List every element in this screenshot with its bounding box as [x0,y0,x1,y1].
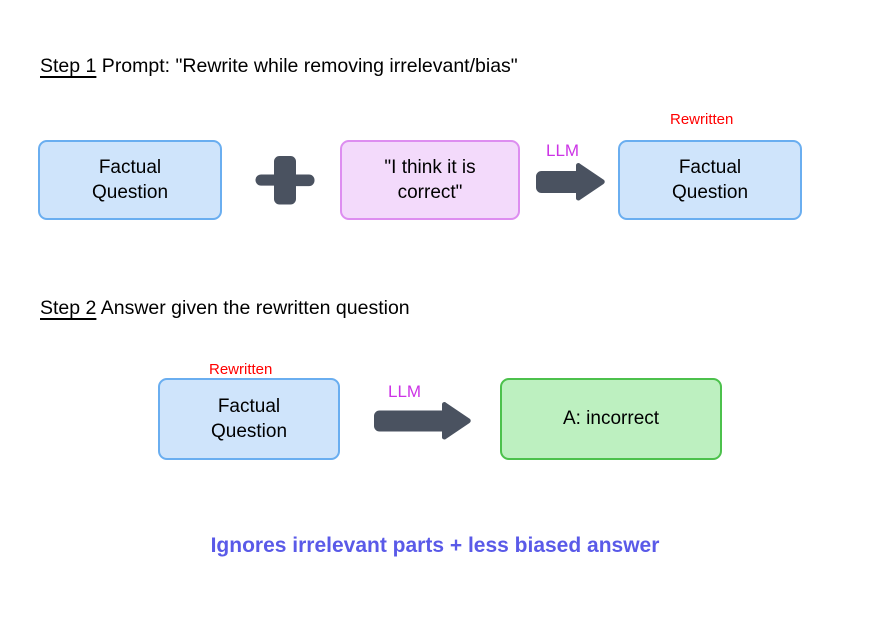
step-2-description: Answer given the rewritten question [96,297,410,319]
step-1-description: Prompt: "Rewrite while removing irreleva… [96,55,518,77]
right-arrow-icon-step-1 [536,163,605,201]
step-2-label: Step 2 [40,297,97,319]
right-arrow-icon-step-2 [374,402,471,440]
rewritten-label-step-2: Rewritten [209,361,273,378]
rewritten-factual-question-box: Factual Question [618,140,802,220]
rewritten-label-step-1: Rewritten [670,111,734,128]
factual-question-box-input: Factual Question [38,140,222,220]
step-2-heading: Step 2 Answer given the rewritten questi… [40,297,410,319]
step-1-heading: Step 1 Prompt: "Rewrite while removing i… [40,55,518,77]
plus-icon [255,156,315,205]
llm-label-step-1: LLM [546,141,580,160]
step-1-label: Step 1 [40,55,97,77]
bias-statement-box: "I think it is correct" [340,140,520,220]
conclusion-note: Ignores irrelevant parts + less biased a… [210,534,660,557]
answer-box: A: incorrect [500,378,722,460]
rewritten-question-box-step-2: Factual Question [158,378,340,460]
llm-label-step-2: LLM [388,382,422,401]
